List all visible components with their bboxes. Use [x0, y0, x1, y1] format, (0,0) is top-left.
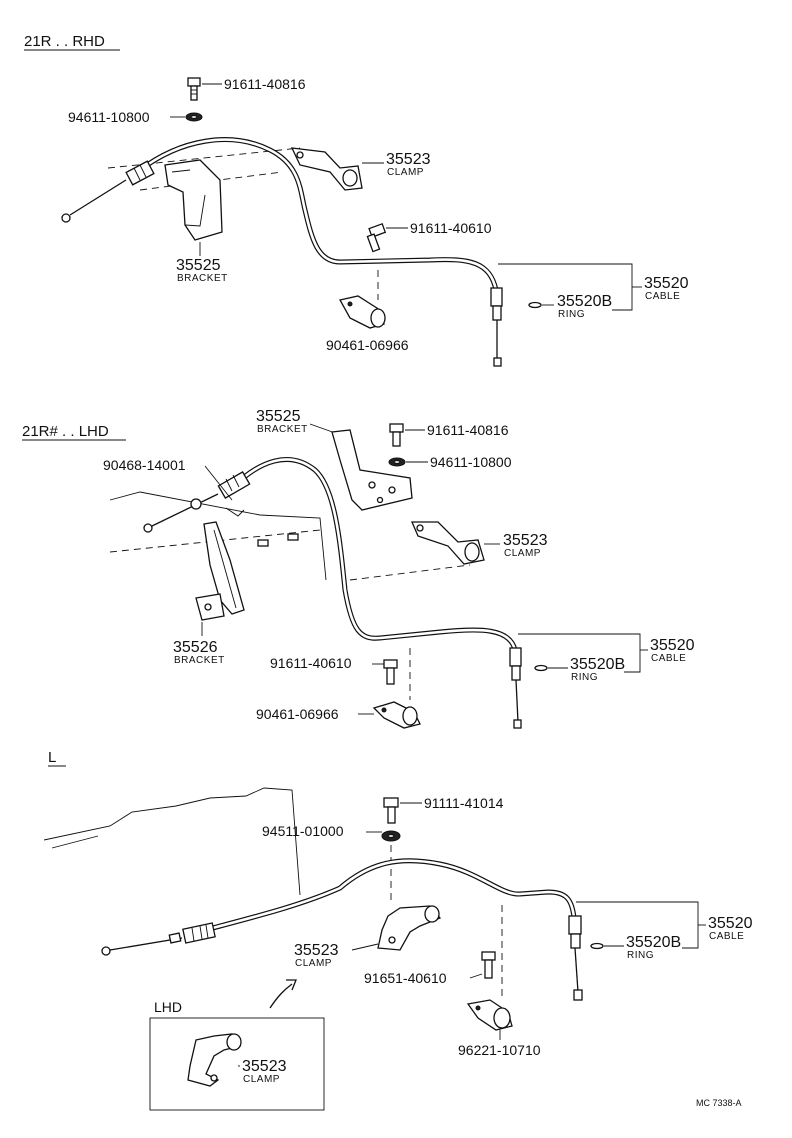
ring-icon — [590, 942, 604, 950]
bolt-icon — [481, 951, 496, 979]
part-number-clamp-rhd: 35523 — [386, 151, 431, 168]
part-number-washer-rhd: 94611-10800 — [68, 109, 150, 125]
part-name-clamp-rhd: CLAMP — [387, 167, 424, 178]
bracket-line-cable — [518, 633, 641, 673]
section-title-lhd: 21R# . . LHD — [22, 423, 109, 440]
clamp-icon — [290, 147, 363, 191]
part-name-clamp-l: CLAMP — [295, 958, 332, 969]
section-title-l: L — [48, 749, 56, 766]
clamp-icon — [187, 1033, 242, 1087]
part-name-bracket-rhd: BRACKET — [177, 273, 228, 284]
part-number-bolt-top-rhd: 91611-40816 — [224, 76, 306, 92]
leader-line — [351, 943, 379, 951]
part-name-cable-lhd: CABLE — [651, 653, 686, 664]
engine-outline — [51, 835, 99, 849]
part-number-bolt-mid-l: 91651-40610 — [364, 970, 447, 986]
part-number-clamp-lhd: 35523 — [503, 532, 548, 549]
cable-l — [187, 858, 577, 937]
part-number-cable-lhd: 35520 — [650, 637, 695, 654]
bracket-icon — [195, 521, 245, 621]
part-number-ring-rhd: 35520B — [557, 293, 612, 310]
cable-end-fitting-icon — [490, 287, 503, 367]
part-name-clamp-lhd: CLAMP — [504, 548, 541, 559]
cable-end-fitting-icon — [568, 915, 583, 1001]
section-l: L 91111-41014 94511-01000 — [43, 749, 753, 1111]
part-name-ring-rhd: RING — [558, 309, 585, 320]
part-name-ring-l: RING — [627, 950, 654, 961]
part-number-bracket-top-lhd: 35525 — [256, 408, 301, 425]
part-number-ring-l: 35520B — [626, 934, 681, 951]
bracket-icon — [164, 159, 223, 241]
part-number-inset-clamp-l: 35523 — [242, 1058, 287, 1075]
part-number-bracket-rhd: 35525 — [176, 257, 221, 274]
bolt-icon — [187, 77, 201, 101]
bolt-icon — [383, 797, 399, 824]
cable-end-fitting-icon — [61, 160, 155, 223]
engine-outline — [43, 787, 301, 896]
inset-box-lhd — [149, 1017, 325, 1111]
leader-line — [204, 465, 233, 501]
section-lhd: 21R# . . LHD 35525 BRACKET 91611-40816 — [22, 408, 695, 729]
drawing-code: MC 7338-A — [696, 1098, 742, 1108]
bracket-icon — [331, 429, 413, 511]
part-number-holder-lhd: 90461-06966 — [256, 706, 339, 722]
cable-end-fitting-icon — [143, 471, 251, 533]
part-number-clamp-l: 35523 — [294, 942, 339, 959]
bolt-icon — [389, 423, 404, 447]
reference-line — [349, 564, 471, 581]
leader-line — [469, 973, 483, 979]
bolt-icon — [383, 659, 398, 685]
clamp-icon — [377, 905, 442, 951]
part-number-cable-rhd: 35520 — [644, 275, 689, 292]
part-name-bracket-top-lhd: BRACKET — [257, 424, 308, 435]
cable-end-fitting-icon — [101, 922, 216, 956]
part-number-ring-lhd: 35520B — [570, 656, 625, 673]
ring-icon — [534, 664, 548, 672]
part-number-bolt-mid-rhd: 91611-40610 — [410, 220, 492, 236]
engine-boss-icon — [257, 533, 299, 547]
cable-holder-icon — [466, 999, 513, 1031]
part-number-washer-lhd: 94611-10800 — [430, 454, 512, 470]
part-number-bolt-top-lhd: 91611-40816 — [427, 422, 509, 438]
inset-title-lhd: LHD — [154, 999, 182, 1015]
section-title-rhd: 21R . . RHD — [24, 33, 105, 50]
part-name-ring-lhd: RING — [571, 672, 598, 683]
clamp-icon — [411, 521, 485, 565]
cable-holder-icon — [372, 701, 421, 729]
part-number-washer-l: 94511-01000 — [262, 823, 344, 839]
engine-outline — [109, 491, 327, 581]
ring-icon — [528, 301, 542, 309]
pin-icon — [225, 507, 245, 517]
inset-pointer-arrow — [269, 983, 293, 1009]
part-name-cable-l: CABLE — [709, 931, 744, 942]
inset-pointer-arrow-head — [286, 979, 297, 991]
cable-end-fitting-icon — [509, 647, 522, 729]
part-number-cable-l: 35520 — [708, 915, 753, 932]
part-number-pin-lhd: 90468-14001 — [103, 457, 186, 473]
part-name-bracket-lhd: BRACKET — [174, 655, 225, 666]
part-name-inset-clamp-l: CLAMP — [243, 1074, 280, 1085]
part-number-bracket-lhd: 35526 — [173, 639, 218, 656]
section-rhd: 21R . . RHD 91611-40816 94611-10800 — [24, 33, 689, 367]
part-number-bolt-top-l: 91111-41014 — [424, 795, 504, 811]
bolt-icon — [366, 223, 387, 253]
part-name-cable-rhd: CABLE — [645, 291, 680, 302]
part-number-holder-rhd: 90461-06966 — [326, 337, 409, 353]
part-number-holder-l: 96221-10710 — [458, 1042, 541, 1058]
part-number-bolt-mid-lhd: 91611-40610 — [270, 655, 352, 671]
cable-holder-icon — [339, 295, 386, 329]
